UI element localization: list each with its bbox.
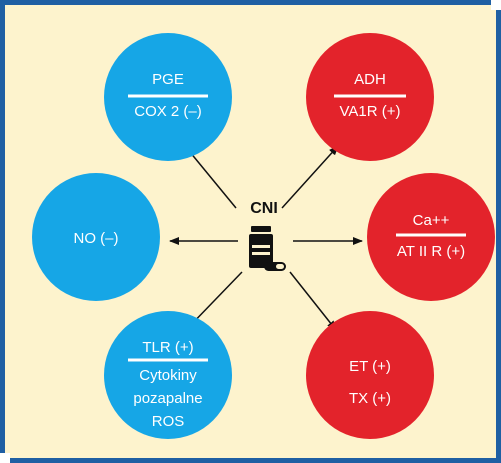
arrow-to-et — [289, 271, 337, 331]
node-tlr: TLR (+) Cytokiny pozapalne ROS — [104, 311, 232, 439]
node-adh: ADH VA1R (+) — [306, 33, 434, 161]
node-bottom-label: pozapalne — [133, 390, 202, 407]
node-bottom-label: ET (+) — [349, 358, 391, 375]
node-top-label: Ca++ — [413, 212, 450, 229]
node-circle — [32, 173, 160, 301]
diagram-svg: CNI PGE COX 2 (–) ADH VA1R (+) NO (–) — [32, 33, 495, 439]
node-bottom-label: AT II R (+) — [397, 243, 465, 260]
corner-notch-bottom-left — [0, 453, 10, 463]
medication-pills-icon — [249, 226, 286, 271]
node-bottom-label: COX 2 (–) — [134, 103, 202, 120]
node-circle — [367, 173, 495, 301]
node-circle — [306, 311, 434, 439]
node-bottom-label: ROS — [152, 413, 185, 430]
node-bottom-label: Cytokiny — [139, 367, 197, 384]
center-label: CNI — [250, 200, 278, 217]
node-bottom-label: TX (+) — [349, 390, 391, 407]
node-ca: Ca++ AT II R (+) — [367, 173, 495, 301]
node-bottom-label: NO (–) — [74, 230, 119, 247]
node-pge: PGE COX 2 (–) — [104, 33, 232, 161]
node-circle — [104, 311, 232, 439]
node-top-label: ADH — [354, 71, 386, 88]
node-bottom-label: VA1R (+) — [340, 103, 401, 120]
node-top-label: PGE — [152, 71, 184, 88]
node-no: NO (–) — [32, 173, 160, 301]
node-et: ET (+) TX (+) — [306, 311, 434, 439]
corner-notch-top-right — [491, 0, 501, 10]
node-top-label: TLR (+) — [142, 339, 193, 356]
arrow-to-pge — [184, 145, 237, 209]
arrow-to-adh — [281, 145, 339, 209]
